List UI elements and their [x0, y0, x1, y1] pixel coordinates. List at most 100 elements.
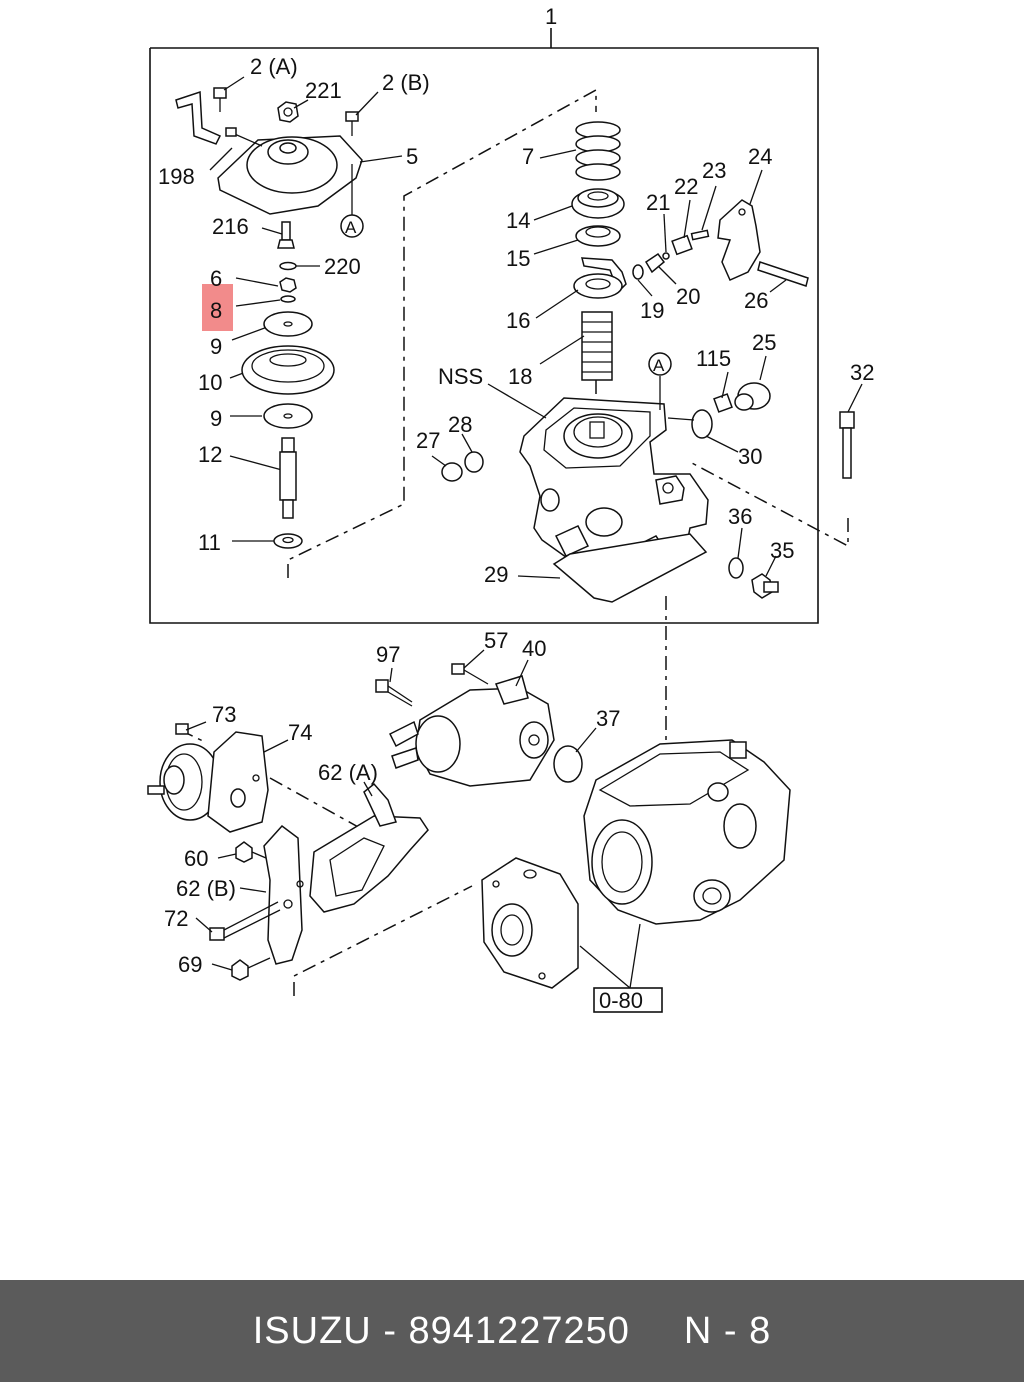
part-32-bolt	[839, 411, 855, 479]
part-62b-plate	[263, 824, 304, 965]
callout-10: 10	[198, 370, 222, 395]
part-19-ring	[632, 264, 644, 280]
callout-115: 115	[696, 346, 731, 371]
callout-11: 11	[198, 530, 221, 555]
callout-97: 97	[376, 642, 400, 667]
bracket-198-part	[175, 90, 222, 145]
part-080-cover	[481, 857, 579, 989]
callout-40: 40	[522, 636, 546, 661]
svg-text:A: A	[653, 356, 665, 375]
part-28-ring	[464, 451, 484, 473]
part-12-shaft	[279, 437, 297, 519]
part-20-plug	[644, 252, 666, 274]
callout-74: 74	[288, 720, 312, 745]
part-number-footer: ISUZU - 8941227250 N - 8	[0, 1280, 1024, 1382]
ref-letter: N	[683, 1309, 713, 1352]
part-62a-lever	[309, 782, 429, 913]
callout-5: 5	[406, 144, 418, 169]
part-25-plug	[734, 382, 771, 411]
part-26-pin	[757, 261, 809, 287]
ref-number: 8	[749, 1309, 772, 1352]
marker-a-top: A	[340, 164, 364, 238]
callout-220: 220	[324, 254, 361, 279]
part-60-bolt	[235, 841, 267, 863]
callout-29: 29	[484, 562, 508, 587]
callout-28: 28	[448, 412, 472, 437]
part-35-screw	[751, 573, 779, 599]
callout-12: 12	[198, 442, 222, 467]
callout-labels: 2 (A) 221 2 (B) 198 5 216 220 6 8 9 10 9…	[158, 54, 874, 1013]
ref-separator: -	[723, 1309, 738, 1352]
screw-2a-part	[213, 87, 227, 112]
callout-2b: 2 (B)	[382, 70, 430, 95]
callout-32: 32	[850, 360, 874, 385]
callout-6: 6	[210, 266, 222, 291]
callout-57: 57	[484, 628, 508, 653]
part-72-bolt	[209, 901, 281, 941]
callout-20: 20	[676, 284, 700, 309]
callout-22: 22	[674, 174, 698, 199]
part-73-diaphragm-unit	[147, 723, 221, 821]
part-216-screw	[277, 221, 295, 249]
assembly-frame: 1	[149, 4, 819, 624]
callout-nss: NSS	[438, 364, 483, 389]
callout-24: 24	[748, 144, 772, 169]
callout-36: 36	[728, 504, 752, 529]
part-22-spring	[671, 234, 693, 256]
svg-text:A: A	[345, 218, 357, 237]
callout-21: 21	[646, 190, 670, 215]
part-97-bolt	[375, 679, 413, 707]
nut-221-part	[277, 101, 299, 123]
callout-73: 73	[212, 702, 236, 727]
callout-2a: 2 (A)	[250, 54, 298, 79]
callout-9-upper: 9	[210, 334, 222, 359]
leaders-19-26	[637, 169, 787, 297]
callout-221: 221	[305, 78, 342, 103]
callout-69: 69	[178, 952, 202, 977]
part-69-bolt	[231, 957, 271, 981]
screw-2b-part	[345, 111, 359, 136]
callout-25: 25	[752, 330, 776, 355]
brand-label: ISUZU	[252, 1309, 372, 1352]
brand-separator: -	[383, 1309, 397, 1352]
callout-16: 16	[506, 308, 530, 333]
part-18-spring-coil	[581, 311, 613, 381]
callout-26: 26	[744, 288, 768, 313]
part-27-plug	[441, 462, 463, 482]
callout-62a: 62 (A)	[318, 760, 378, 785]
part-21-pin	[662, 252, 670, 260]
leaders-lower	[185, 649, 597, 971]
callout-1: 1	[545, 4, 557, 29]
callout-19: 19	[640, 298, 664, 323]
pump-housing-part	[519, 397, 709, 561]
callout-8: 8	[210, 298, 222, 323]
part-29-gasket	[552, 533, 708, 603]
highlight-box	[202, 284, 233, 331]
leaders-housing	[431, 355, 863, 579]
part-220-oring	[279, 261, 297, 271]
callout-62b: 62 (B)	[176, 876, 236, 901]
part-115-screw	[713, 393, 733, 413]
part-57-bolt	[451, 663, 489, 685]
callout-60: 60	[184, 846, 208, 871]
marker-a-mid: A	[648, 352, 672, 410]
callout-15: 15	[506, 246, 530, 271]
injection-pump-body-part	[583, 739, 791, 925]
callout-27: 27	[416, 428, 440, 453]
governor-cover-part	[217, 127, 363, 215]
part-number: 8941227250	[408, 1309, 630, 1352]
part-9-lower-disc	[263, 403, 313, 429]
part-36-washer	[728, 557, 744, 579]
part-7-spring	[575, 121, 621, 181]
callout-198: 198	[158, 164, 195, 189]
part-6-nut	[279, 277, 297, 293]
part-8-washer	[280, 295, 296, 303]
callout-72: 72	[164, 906, 188, 931]
part-40-actuator	[388, 675, 555, 787]
callout-080: 0-80	[599, 988, 643, 1013]
part-16-lever-plate	[573, 257, 627, 299]
part-14-gear	[571, 188, 625, 219]
part-30-oring	[691, 409, 713, 439]
part-24-lever	[717, 199, 761, 281]
part-74-bracket	[207, 731, 269, 833]
